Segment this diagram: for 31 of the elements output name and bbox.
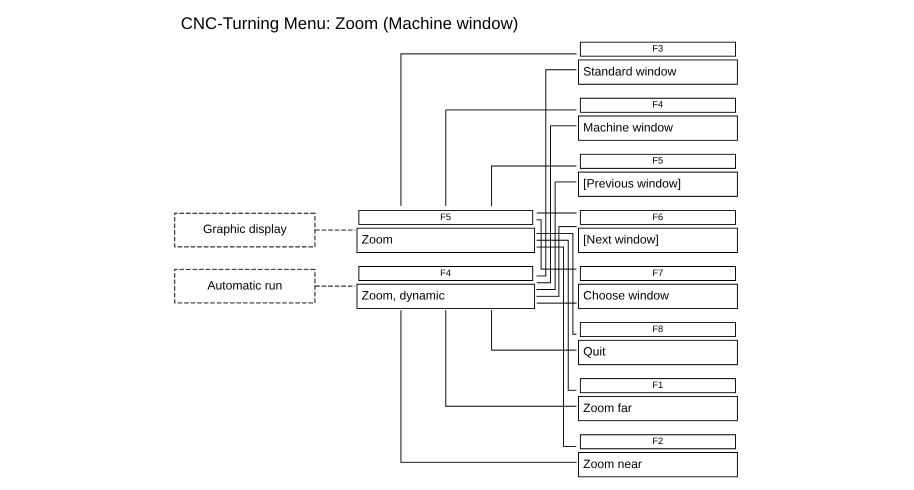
connector: [491, 310, 577, 351]
connector: [536, 240, 577, 391]
node-label: F4: [440, 268, 452, 278]
diagram-title: CNC-Turning Menu: Zoom (Machine window): [180, 14, 518, 34]
connector: [536, 69, 577, 276]
node-label: F7: [652, 268, 664, 278]
connector: [445, 109, 577, 206]
connector: [536, 246, 577, 447]
node-label: F8: [652, 324, 664, 334]
node-label: F5: [440, 212, 452, 222]
connector: [536, 212, 578, 214]
node-label: F6: [652, 212, 664, 222]
connector: [536, 226, 578, 297]
connector: [314, 286, 356, 287]
connector: [400, 310, 578, 463]
connector: [314, 230, 356, 231]
connector: [536, 232, 578, 335]
node-label: F2: [652, 436, 664, 446]
connector: [536, 219, 577, 270]
connector: [536, 125, 577, 284]
node-box: Graphic display: [174, 212, 316, 248]
node-box: Automatic run: [174, 268, 316, 304]
node-label: F1: [652, 380, 664, 390]
connector: [491, 166, 577, 207]
connector: [536, 181, 577, 290]
node-label: F5: [652, 156, 664, 166]
connector: [445, 310, 577, 407]
node-label: F4: [652, 100, 664, 110]
connector: [400, 53, 578, 206]
node-label: F3: [652, 44, 664, 54]
connector: [536, 302, 578, 304]
